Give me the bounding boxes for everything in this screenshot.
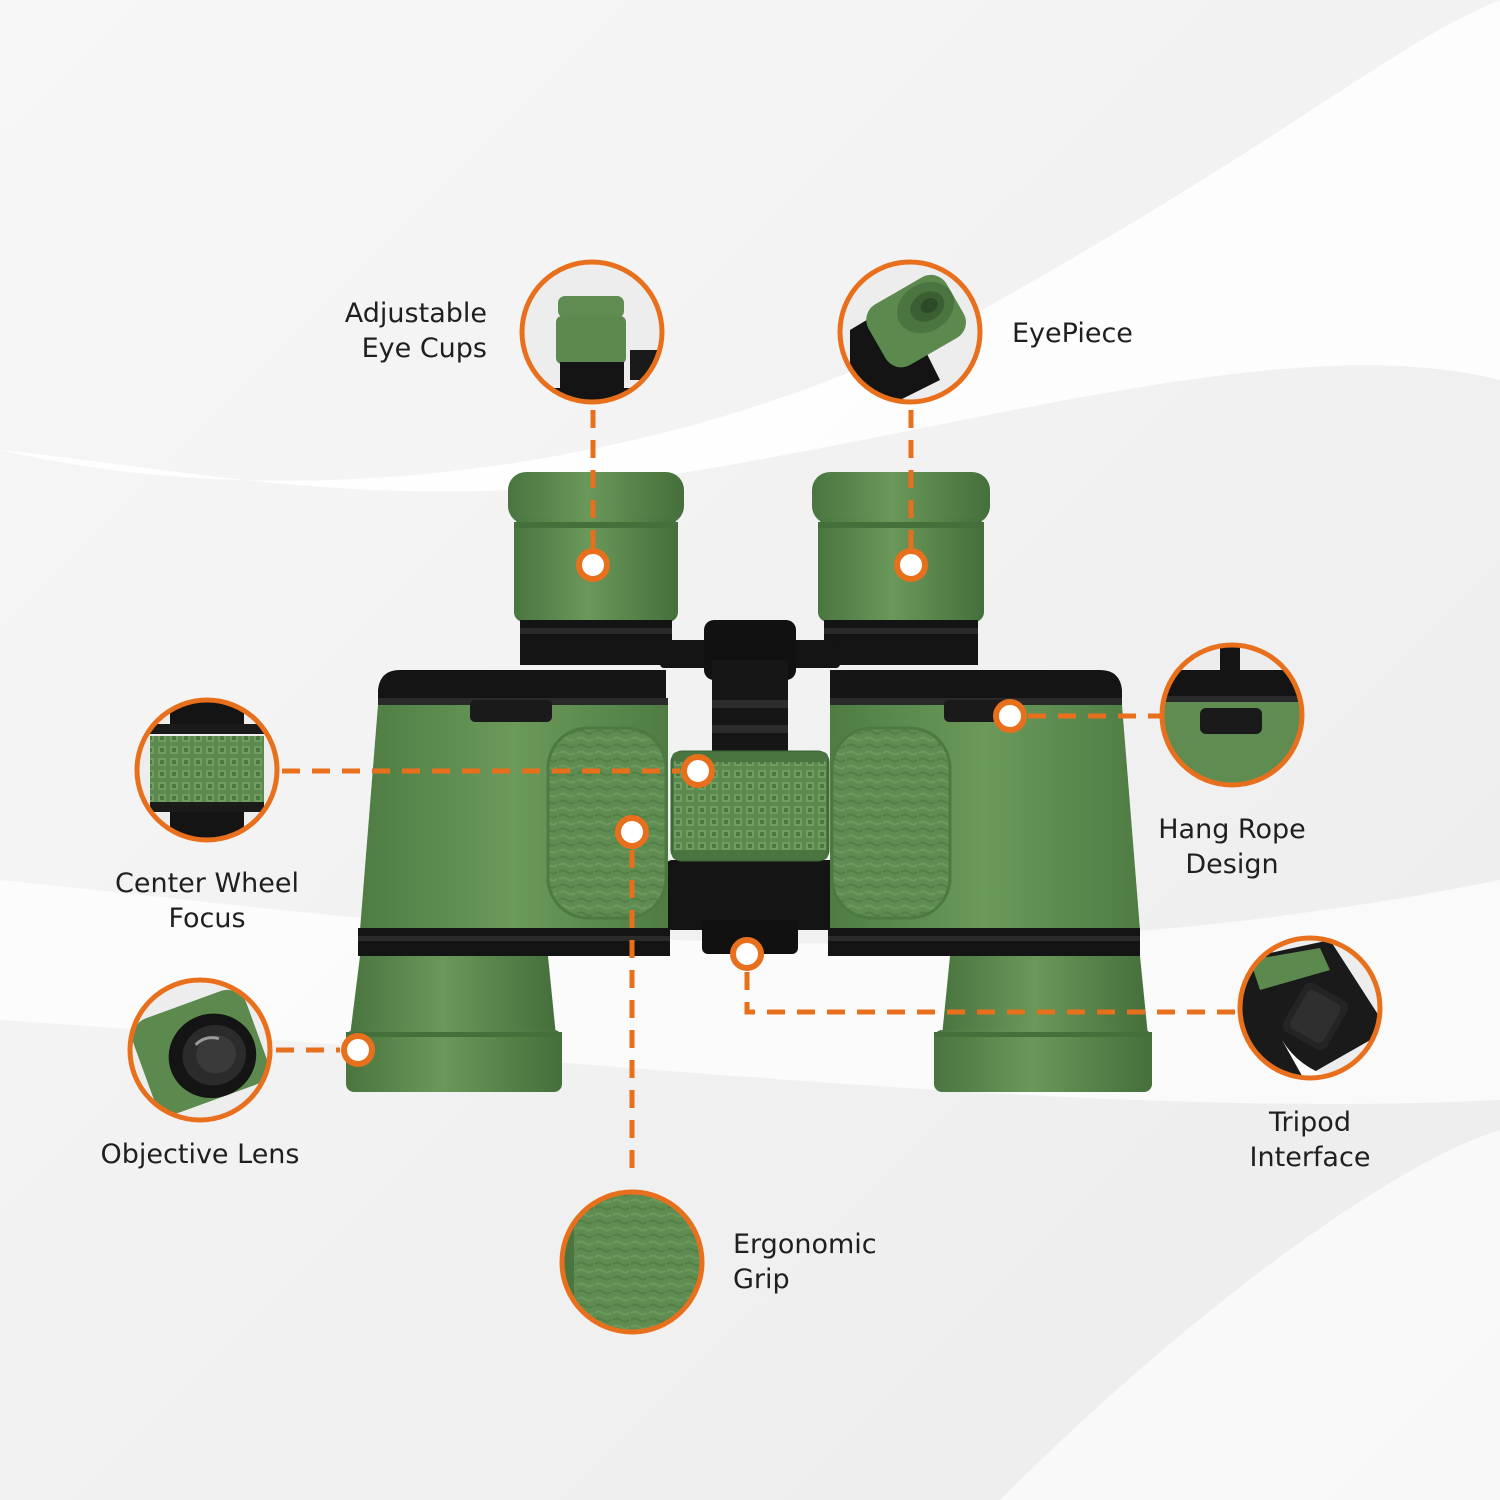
background-swoosh-top [0,0,1500,492]
label-tripod-interface: Tripod Interface [1210,1105,1410,1175]
hotspot-eye-cups [576,548,610,582]
center-bridge [660,620,840,954]
label-ergonomic-grip: Ergonomic Grip [733,1227,933,1297]
label-objective-lens: Objective Lens [80,1137,320,1172]
eyepiece-detail [837,259,983,405]
hotspot-ergonomic-grip [615,815,649,849]
label-center-wheel-focus: Center Wheel Focus [97,866,317,936]
objective-lens-detail [127,977,273,1123]
label-objective-lens-line1: Objective Lens [100,1139,300,1170]
label-eyepiece-line1: EyePiece [1012,318,1133,349]
right-grip-pad [830,726,952,920]
hotspot-eyepiece [894,548,928,582]
eye-cup-detail [519,259,665,405]
hotspot-objective-lens [341,1033,375,1067]
label-center-wheel-focus-line1: Center Wheel [115,868,299,899]
hotspot-tripod [730,937,764,971]
label-hang-rope-design: Hang Rope Design [1132,812,1332,882]
label-hang-rope-design-line1: Hang Rope [1158,814,1306,845]
label-eyepiece: EyePiece [1012,316,1212,351]
label-adjustable-eye-cups-line1: Adjustable [344,298,487,329]
label-tripod-interface-line2: Interface [1249,1142,1371,1173]
background-swoosh-right [1000,1130,1500,1500]
hotspots [341,548,1027,1067]
label-adjustable-eye-cups: Adjustable Eye Cups [300,296,487,366]
label-adjustable-eye-cups-line2: Eye Cups [361,333,487,364]
tripod-socket-detail [1237,935,1383,1081]
left-grip-pad [546,726,668,920]
leader-tripod [744,972,1238,1015]
label-ergonomic-grip-line2: Grip [733,1264,790,1295]
grip-texture-detail [559,1189,705,1335]
leader-lines [276,410,1238,1172]
hotspot-center-wheel [681,754,715,788]
label-center-wheel-focus-line2: Focus [168,903,246,934]
focus-wheel-detail [134,697,280,843]
binoculars [346,472,1152,1092]
label-ergonomic-grip-line1: Ergonomic [733,1229,877,1260]
label-tripod-interface-line1: Tripod [1269,1107,1351,1138]
right-body [828,670,1152,1092]
hotspot-hang-rope [993,699,1027,733]
label-hang-rope-design-line2: Design [1185,849,1279,880]
left-body [346,670,670,1092]
